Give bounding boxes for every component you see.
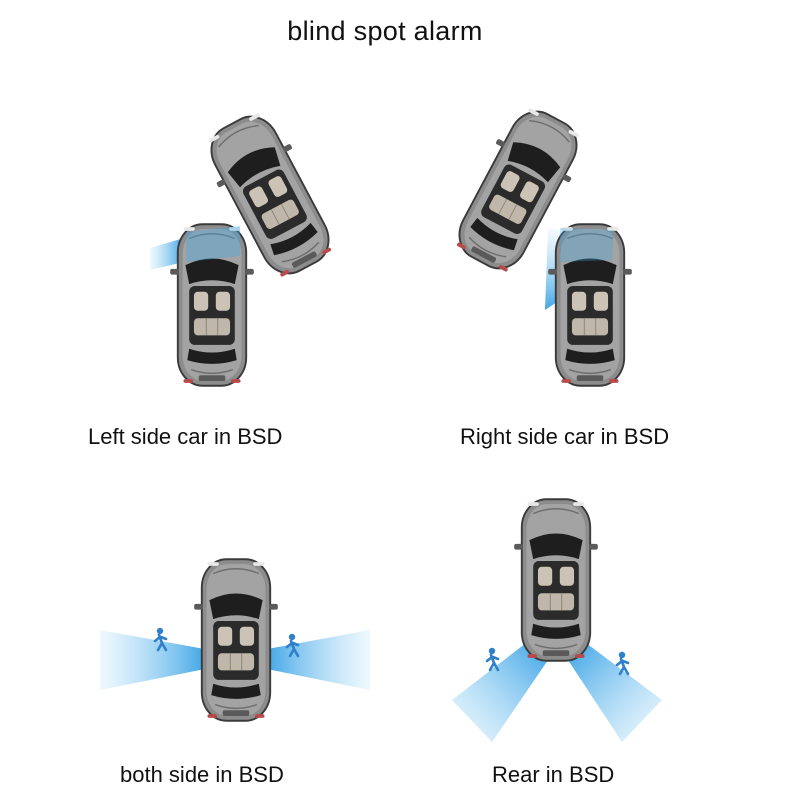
sensor-beam-icon [568, 640, 662, 742]
sensor-beam-icon [262, 630, 370, 690]
sensor-beam-icon [100, 630, 210, 690]
caption-left-bsd: Left side car in BSD [88, 424, 283, 449]
panel-right-bsd [442, 98, 633, 387]
panel-rear-bsd [452, 498, 662, 742]
panel-both-bsd [100, 558, 370, 722]
caption-rear-bsd: Rear in BSD [492, 762, 615, 787]
caption-right-bsd: Right side car in BSD [460, 424, 670, 449]
panel-left-bsd [150, 103, 346, 387]
car-top-view-icon [193, 558, 279, 722]
sensor-beam-icon [452, 640, 548, 742]
page-title: blind spot alarm [287, 16, 483, 46]
sensor-beam-icon [150, 238, 184, 270]
pedestrian-icon [485, 646, 500, 672]
car-top-view-icon [513, 498, 599, 662]
caption-both-bsd: both side in BSD [120, 762, 284, 787]
